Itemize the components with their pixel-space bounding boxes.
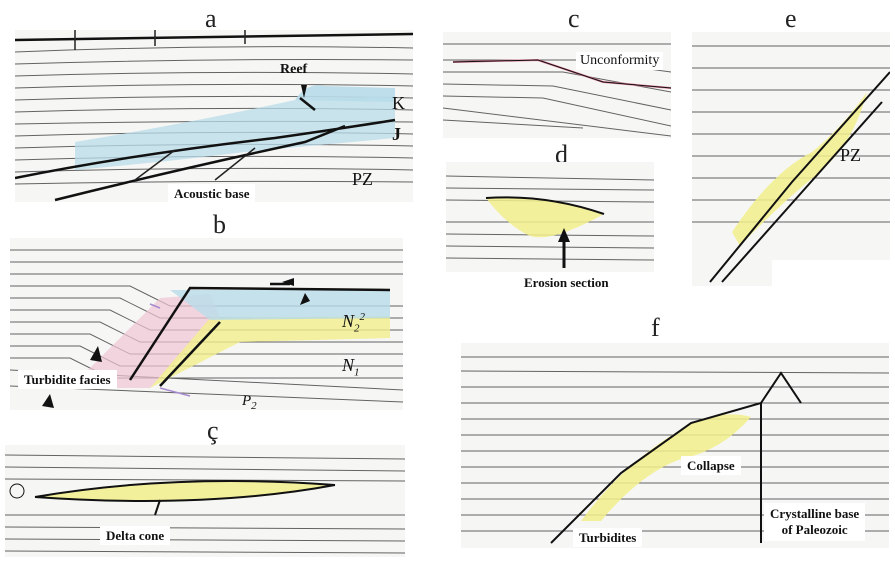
n2-label: N22 [342, 312, 365, 335]
panel-c-cedilla-letter: ç [207, 418, 219, 444]
panel-f-letter: f [651, 315, 660, 341]
reef-label: Reef [280, 63, 307, 77]
panel-a-letter: a [205, 6, 217, 32]
collapse-label: Collapse [681, 456, 741, 475]
erosion-section-label: Erosion section [524, 276, 609, 289]
n2-symbol: N [342, 311, 354, 331]
seismic-panel-c [443, 32, 671, 138]
n2-subscript: 2 [354, 323, 360, 335]
crystalline-base-label: Crystalline base of Paleozoic [764, 503, 865, 541]
panel-b-letter: b [213, 212, 226, 238]
j-label: J [392, 125, 401, 143]
n1-label: N1 [342, 356, 360, 379]
turbidites-label: Turbidites [573, 528, 642, 547]
delta-cone-label: Delta cone [100, 526, 170, 545]
panel-c-cedilla-section [5, 445, 405, 557]
pz-label-e: PZ [840, 146, 861, 164]
acoustic-base-label: Acoustic base [168, 184, 255, 203]
seismic-panel-d [446, 162, 654, 272]
p2-symbol: P [242, 393, 251, 409]
crystalline-line-1: Crystalline base [770, 506, 859, 521]
n2-superscript: 2 [360, 311, 366, 323]
pz-label-a: PZ [352, 170, 373, 188]
panel-c-letter: c [568, 6, 580, 32]
panel-d-section [446, 162, 654, 272]
seismic-panel-c-cedilla [5, 445, 405, 557]
turbidite-facies-label: Turbidite facies [18, 370, 117, 389]
panel-c-section [443, 32, 671, 138]
panel-e-letter: e [785, 6, 797, 32]
crystalline-line-2: of Paleozoic [782, 522, 848, 537]
p2-subscript: 2 [251, 400, 257, 412]
n1-subscript: 1 [354, 367, 360, 379]
n1-symbol: N [342, 355, 354, 375]
k-label: K [392, 94, 405, 112]
unconformity-label: Unconformity [576, 52, 663, 70]
p2-label: P2 [242, 394, 257, 412]
